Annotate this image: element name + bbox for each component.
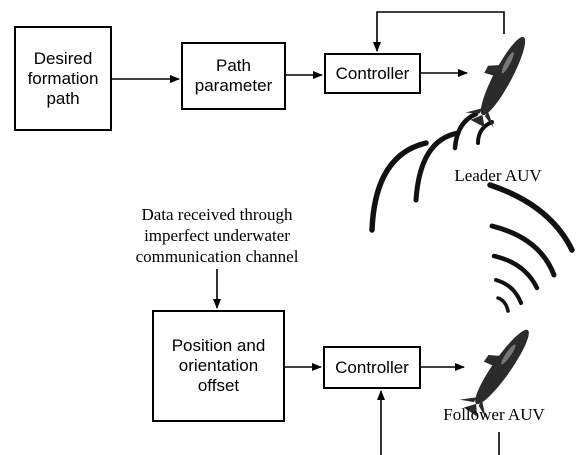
follower-controller-box: Controller	[323, 346, 421, 389]
path-parameter-label: Path parameter	[194, 56, 273, 95]
leader-auv-label: Leader AUV	[454, 166, 542, 185]
follower-auv-icon	[459, 329, 529, 418]
leader-auv-icon	[465, 36, 526, 128]
path-parameter-box: Path parameter	[181, 42, 286, 110]
leader-controller-box: Controller	[324, 53, 421, 94]
desired-formation-path-box: Desired formation path	[14, 26, 112, 131]
leader-controller-label: Controller	[335, 63, 410, 83]
follower-controller-label: Controller	[335, 357, 409, 377]
leader-acoustic-waves	[369, 111, 494, 233]
desired-formation-path-label: Desired formation path	[27, 48, 99, 108]
follower-auv-label: Follower AUV	[443, 405, 545, 424]
position-orientation-offset-label: Position and orientation offset	[171, 336, 266, 395]
leader-feedback-loop	[373, 11, 505, 52]
position-orientation-offset-box: Position and orientation offset	[152, 310, 285, 422]
follower-acoustic-waves	[487, 182, 575, 313]
data-received-label: Data received through imperfect underwat…	[135, 205, 299, 266]
